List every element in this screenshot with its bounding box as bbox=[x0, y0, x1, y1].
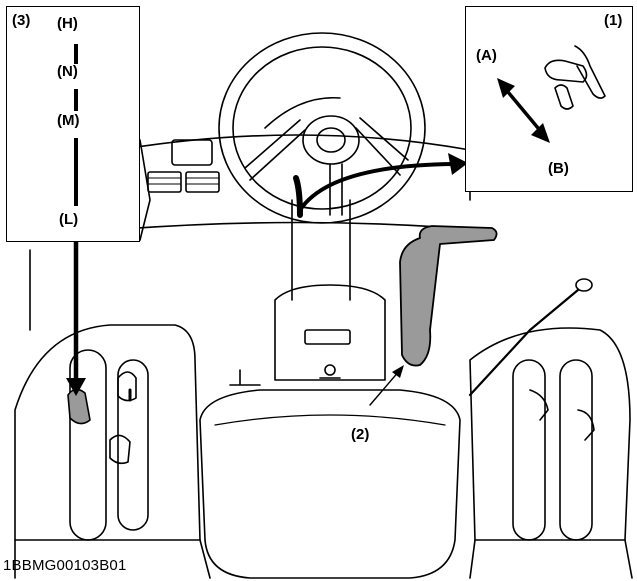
range-position-m: (M) bbox=[57, 112, 80, 129]
steering-column bbox=[291, 199, 351, 301]
left-lever-panel bbox=[14, 324, 211, 579]
left-knob-upper bbox=[117, 371, 137, 402]
inset-1-panel bbox=[465, 6, 633, 192]
figure-code: 1BBMG00103B01 bbox=[3, 557, 127, 574]
direction-b-label: (B) bbox=[548, 160, 569, 177]
center-console bbox=[274, 284, 386, 381]
callout-2: (2) bbox=[351, 426, 370, 443]
gauge-left bbox=[147, 171, 182, 193]
inset-1-double-arrow bbox=[501, 84, 545, 136]
range-position-n: (N) bbox=[57, 63, 78, 80]
right-shift-lever bbox=[468, 288, 580, 397]
range-position-l: (L) bbox=[59, 211, 79, 228]
range-position-h: (H) bbox=[57, 15, 78, 32]
left-knob-lower bbox=[109, 434, 131, 465]
gauge-right bbox=[185, 171, 220, 193]
steering-wheel bbox=[218, 32, 426, 224]
right-lever-knob bbox=[575, 278, 593, 292]
operator-seat bbox=[199, 389, 461, 579]
lever-2 bbox=[399, 225, 498, 367]
right-lever-panel bbox=[469, 327, 633, 579]
motion-arrow bbox=[298, 162, 457, 212]
leader-2 bbox=[369, 369, 401, 406]
inset-1-lever-handle bbox=[544, 59, 588, 83]
inset-3-panel bbox=[6, 6, 140, 242]
callout-3: (3) bbox=[12, 12, 31, 29]
dashboard-outline bbox=[117, 134, 471, 201]
inset-1-lever-housing bbox=[574, 45, 606, 99]
callout-1: (1) bbox=[604, 12, 623, 29]
range-shift-knob bbox=[67, 388, 91, 425]
direction-a-label: (A) bbox=[476, 47, 497, 64]
